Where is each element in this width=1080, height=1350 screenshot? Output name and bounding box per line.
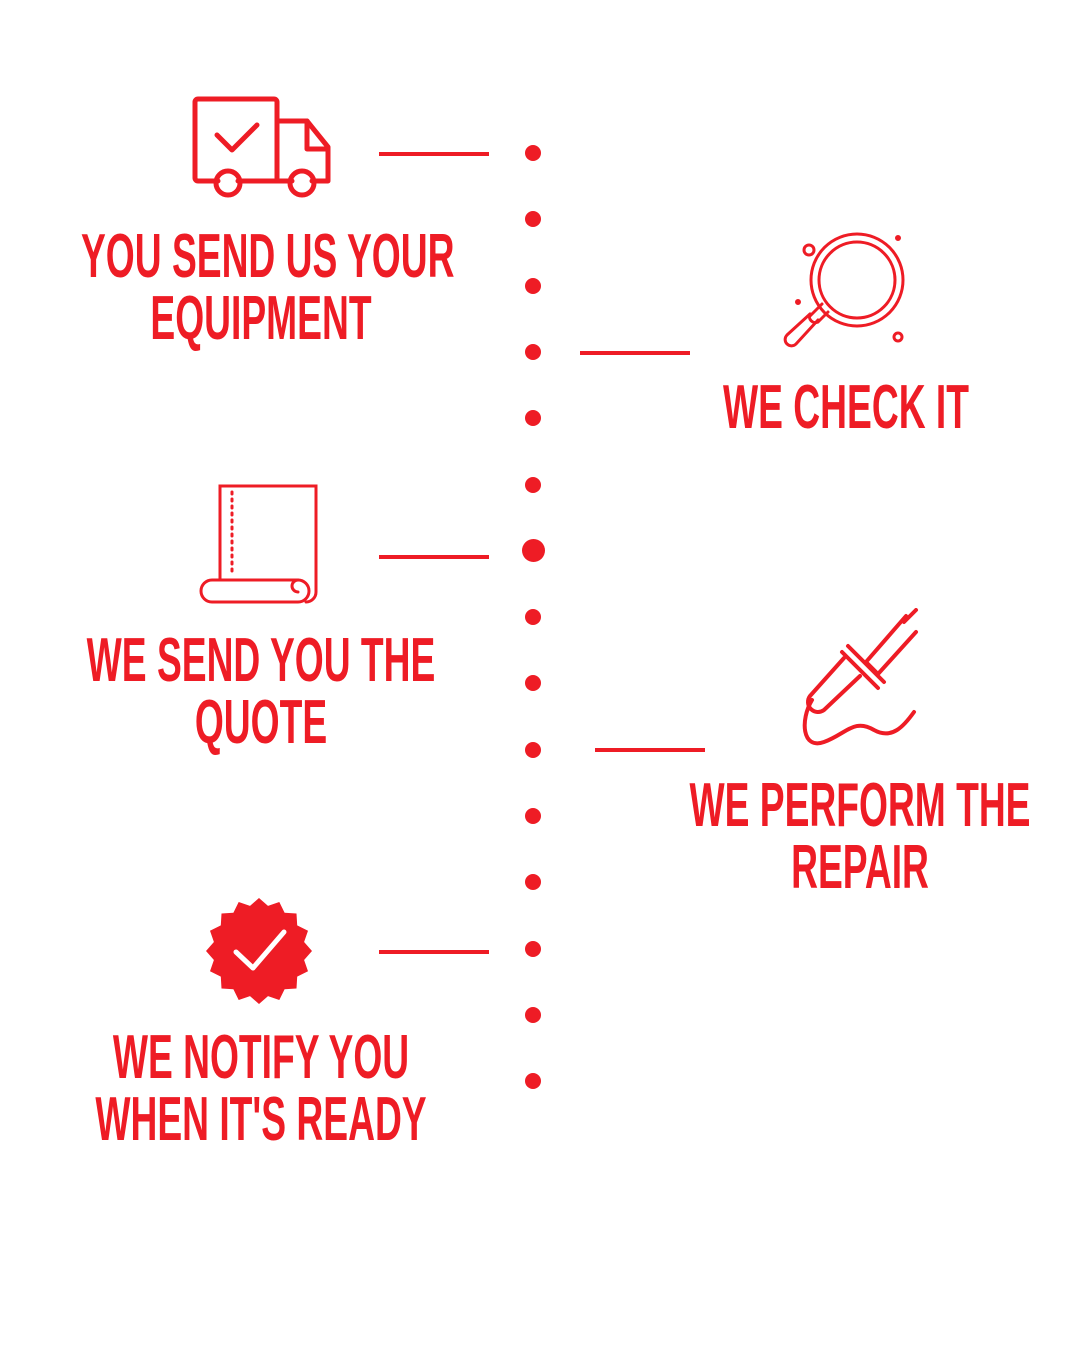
connector-step-5 [379,950,489,954]
timeline-dot [525,609,541,626]
timeline-dot [525,277,541,294]
step-1-line-2: EQUIPMENT [150,284,372,353]
step-2-line-1: WE CHECK IT [723,373,969,442]
step-3-line-2: QUOTE [194,688,328,757]
timeline-dot [525,1073,541,1090]
timeline-dot [522,539,545,563]
timeline-dot [525,410,541,427]
step-4-line-1: WE PERFORM THE [689,771,1031,840]
connector-step-4 [595,748,705,752]
timeline-dot [525,343,541,360]
soldering-iron-icon [802,608,918,746]
timeline-dot [525,1006,541,1023]
connector-step-3 [379,555,489,559]
document-scroll-icon [199,484,318,604]
connector-step-2 [580,351,690,355]
timeline-dot [525,808,541,824]
step-5-label: WE NOTIFY YOU WHEN IT'S READY [81,1027,441,1151]
timeline-dot [525,874,541,891]
step-3-line-1: WE SEND YOU THE [86,626,436,695]
connector-step-1 [379,152,489,156]
step-5-line-2: WHEN IT'S READY [95,1085,427,1154]
check-badge-icon [206,898,312,1004]
step-5-line-1: WE NOTIFY YOU [112,1023,410,1092]
delivery-truck-check-icon [192,96,331,198]
step-2-label: WE CHECK IT [666,377,1026,439]
timeline-dot [525,675,541,692]
step-1-label: YOU SEND US YOUR EQUIPMENT [81,222,455,353]
step-1-line-1: YOU SEND US YOUR [81,222,455,291]
step-4-label: WE PERFORM THE REPAIR [680,775,1040,899]
timeline-dot [525,476,541,493]
step-3-label: WE SEND YOU THE QUOTE [81,630,441,754]
timeline-dot [525,211,541,228]
step-4-line-2: REPAIR [791,833,929,902]
timeline-dot [525,940,541,957]
magnifying-glass-icon [783,232,905,348]
timeline-dot [525,145,541,161]
timeline-dot [525,741,541,758]
